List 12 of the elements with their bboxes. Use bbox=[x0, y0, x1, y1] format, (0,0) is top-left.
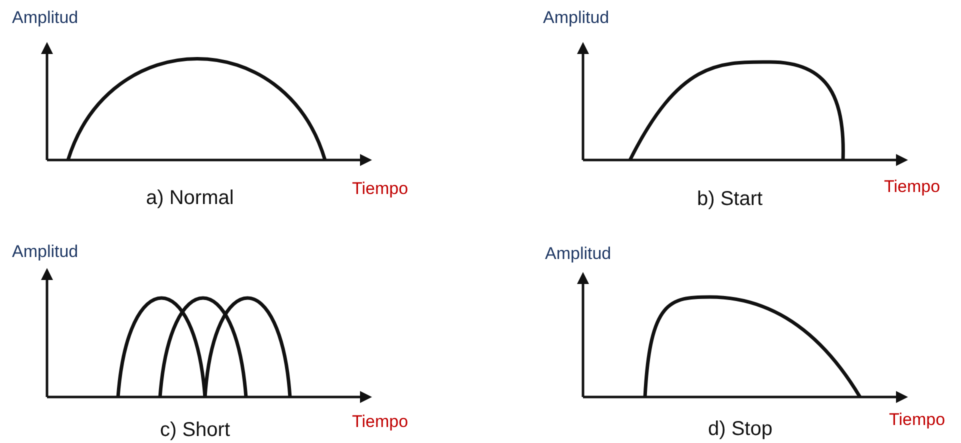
axis-title: Amplitud bbox=[12, 243, 78, 260]
axis-title: Amplitud bbox=[12, 9, 78, 26]
axis-title: Amplitud bbox=[545, 245, 612, 262]
axis-title: Amplitud bbox=[543, 9, 610, 26]
axis-title: Tiempo bbox=[352, 180, 408, 197]
plot-caption: a) Normal bbox=[146, 188, 234, 208]
plot-caption: b) Start bbox=[697, 189, 763, 209]
plot-caption: c) Short bbox=[160, 420, 230, 440]
axis-title: Tiempo bbox=[884, 178, 940, 195]
plot-caption: d) Stop bbox=[708, 419, 772, 439]
axis-title: Tiempo bbox=[352, 413, 408, 430]
axis-title: Tiempo bbox=[889, 411, 946, 428]
